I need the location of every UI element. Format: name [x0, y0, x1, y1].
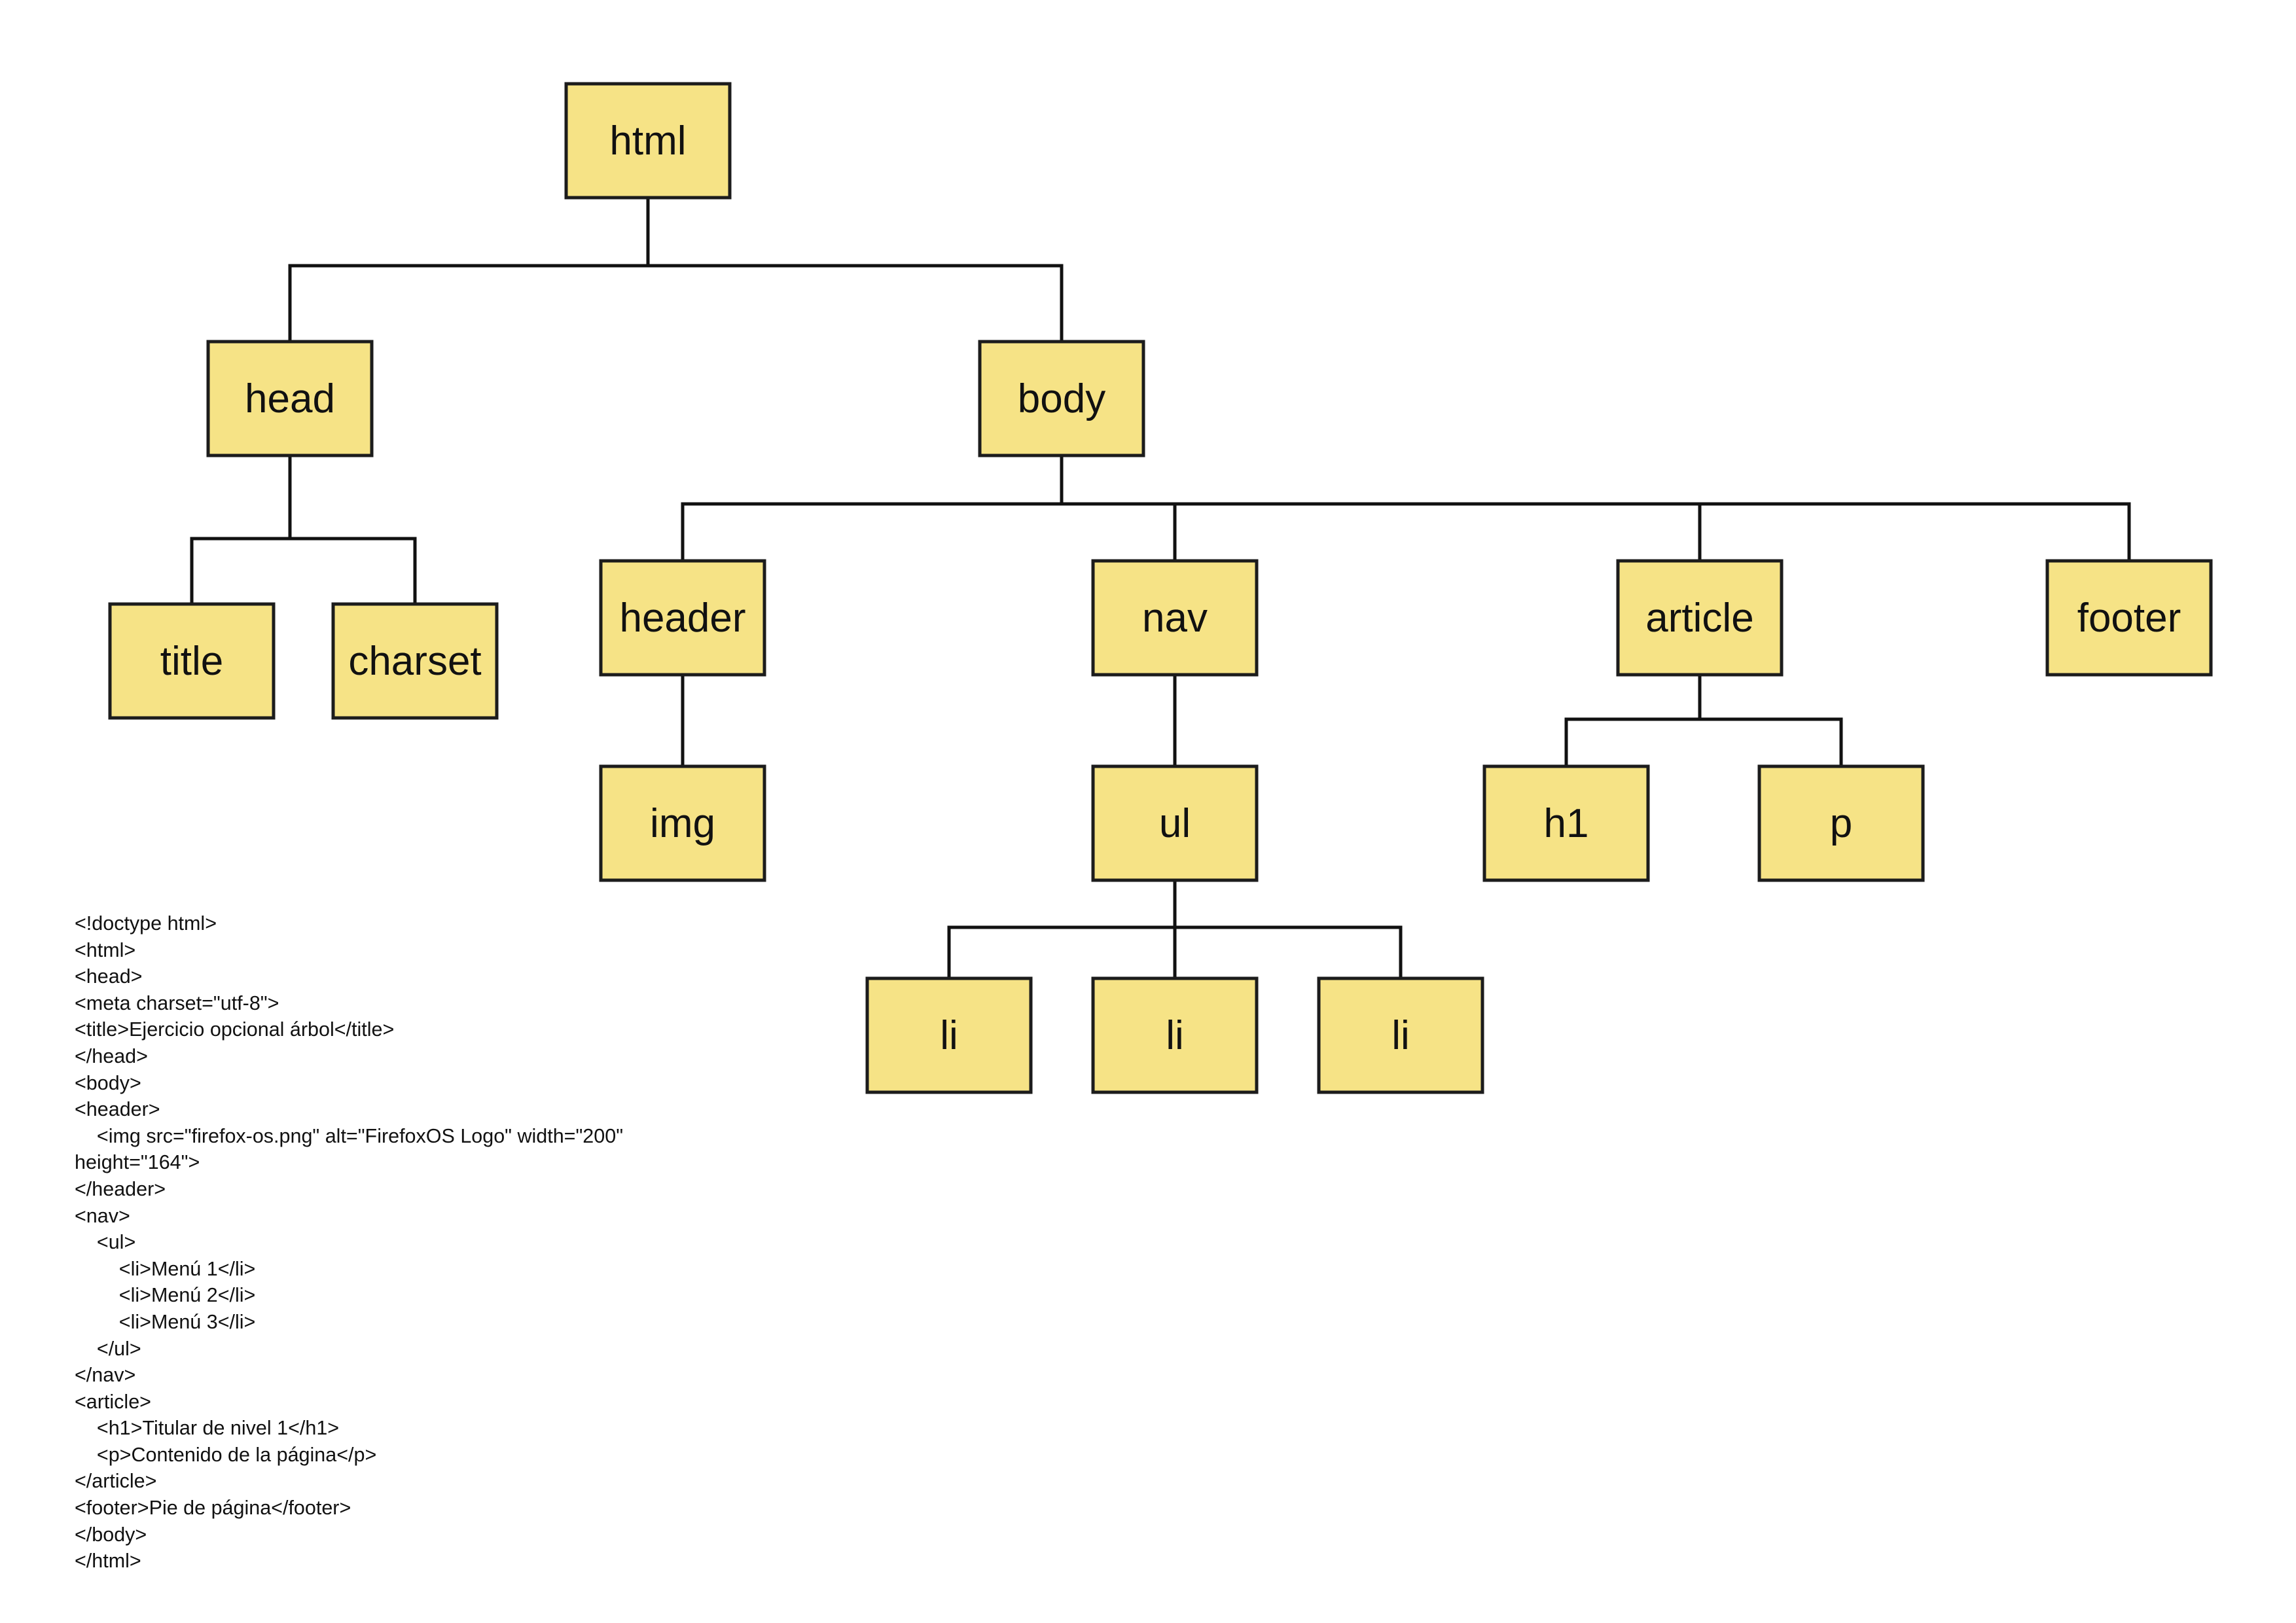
node-box-li2	[1091, 976, 1259, 1094]
node-li3: li	[1317, 976, 1484, 1094]
node-article: article	[1616, 559, 1784, 677]
node-title: title	[108, 602, 276, 720]
node-img: img	[599, 764, 766, 882]
node-label-nav: nav	[1142, 596, 1208, 641]
code-line: <title>Ejercicio opcional árbol</title>	[75, 1018, 395, 1041]
node-label-title: title	[160, 639, 223, 684]
code-line: height="164">	[75, 1151, 200, 1174]
node-li1: li	[865, 976, 1033, 1094]
node-p: p	[1757, 764, 1925, 882]
node-box-title	[108, 602, 276, 720]
node-box-img	[599, 764, 766, 882]
node-box-footer	[2045, 559, 2213, 677]
code-line: <header>	[75, 1098, 160, 1121]
node-nav: nav	[1091, 559, 1259, 677]
code-line: <li>Menú 1</li>	[75, 1257, 256, 1280]
code-line: <article>	[75, 1390, 151, 1413]
node-label-li3: li	[1391, 1013, 1410, 1058]
code-line: <ul>	[75, 1231, 136, 1254]
code-line: <p>Contenido de la página</p>	[75, 1443, 377, 1466]
node-box-li3	[1317, 976, 1484, 1094]
code-line: <!doctype html>	[75, 912, 217, 935]
code-line: <body>	[75, 1071, 141, 1094]
html-source-code: <!doctype html> <html> <head> <meta charset…	[75, 910, 623, 1575]
tree-nodes: html head body title charset header nav article…	[108, 82, 2213, 1094]
node-body: body	[978, 340, 1145, 457]
node-label-h1: h1	[1544, 801, 1589, 846]
node-box-ul	[1091, 764, 1259, 882]
node-box-head	[206, 340, 374, 457]
code-line: </nav>	[75, 1364, 136, 1387]
code-line: <html>	[75, 938, 136, 961]
node-label-article: article	[1645, 596, 1753, 641]
node-footer: footer	[2045, 559, 2213, 677]
node-label-li2: li	[1166, 1013, 1184, 1058]
code-line: <li>Menú 3</li>	[75, 1310, 256, 1333]
node-box-p	[1757, 764, 1925, 882]
node-head: head	[206, 340, 374, 457]
node-box-h1	[1482, 764, 1650, 882]
node-label-body: body	[1018, 376, 1105, 421]
node-label-footer: footer	[2077, 596, 2181, 641]
code-line: <h1>Titular de nivel 1</h1>	[75, 1417, 340, 1440]
tree-connectors	[190, 196, 2131, 980]
code-line: </ul>	[75, 1337, 141, 1360]
code-line: </article>	[75, 1470, 157, 1493]
code-line: </head>	[75, 1044, 148, 1067]
node-label-head: head	[245, 376, 335, 421]
node-charset: charset	[331, 602, 499, 720]
code-line: </html>	[75, 1550, 141, 1573]
node-label-p: p	[1830, 801, 1852, 846]
node-li2: li	[1091, 976, 1259, 1094]
node-h1: h1	[1482, 764, 1650, 882]
code-line: <li>Menú 2</li>	[75, 1284, 256, 1307]
node-box-html	[564, 82, 732, 200]
node-box-article	[1616, 559, 1784, 677]
node-box-header	[599, 559, 766, 677]
node-html: html	[564, 82, 732, 200]
node-header: header	[599, 559, 766, 677]
code-line: </header>	[75, 1177, 166, 1200]
node-label-html: html	[609, 118, 686, 164]
code-line: <head>	[75, 965, 143, 988]
code-line: <img src="firefox-os.png" alt="FirefoxOS…	[75, 1124, 624, 1147]
code-line: <footer>Pie de página</footer>	[75, 1497, 351, 1520]
node-box-charset	[331, 602, 499, 720]
code-line: <meta charset="utf-8">	[75, 991, 279, 1014]
node-label-li1: li	[940, 1013, 958, 1058]
code-line: </body>	[75, 1523, 147, 1546]
node-label-img: img	[650, 801, 715, 846]
node-label-charset: charset	[348, 639, 481, 684]
node-label-header: header	[619, 596, 745, 641]
node-box-nav	[1091, 559, 1259, 677]
node-box-body	[978, 340, 1145, 457]
node-label-ul: ul	[1159, 801, 1191, 846]
node-ul: ul	[1091, 764, 1259, 882]
code-line: <nav>	[75, 1204, 130, 1227]
node-box-li1	[865, 976, 1033, 1094]
